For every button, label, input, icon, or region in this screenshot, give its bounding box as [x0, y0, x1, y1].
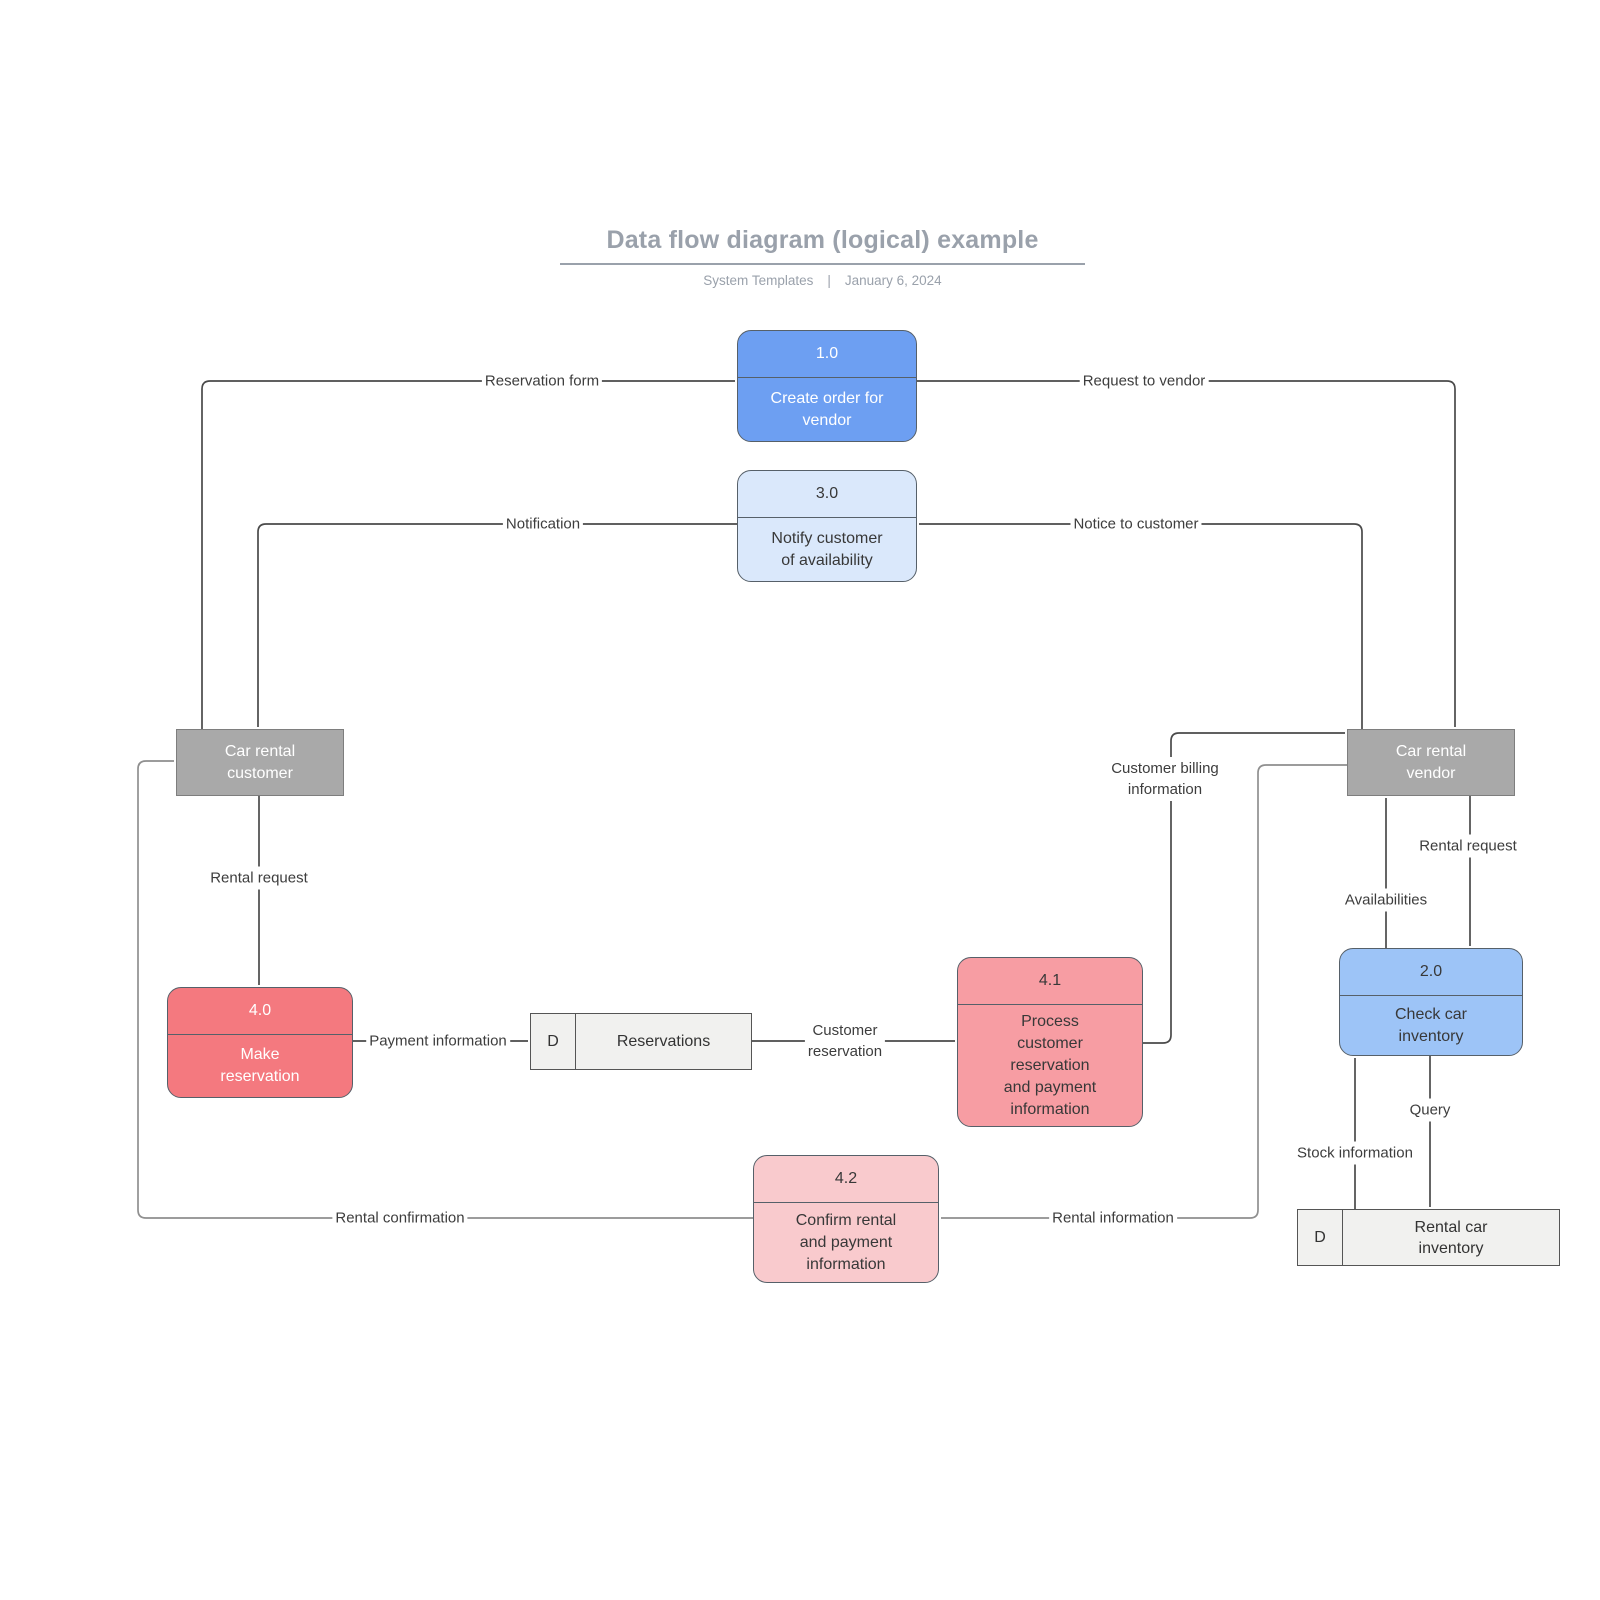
flow-line-rental-information[interactable] — [941, 764, 1347, 1219]
process-1.0-number: 1.0 — [738, 331, 916, 378]
flow-label-customer-billing-information[interactable]: Customer billing information — [1108, 757, 1222, 801]
process-4.0-label: Make reservation — [220, 1046, 300, 1085]
process-4.1-number: 4.1 — [958, 958, 1142, 1005]
flow-line-notice-to-customer[interactable] — [919, 523, 1363, 729]
flow-label-stock-information[interactable]: Stock information — [1294, 1141, 1416, 1165]
subtitle-separator: | — [827, 273, 831, 288]
entity-car-rental-customer[interactable]: Car rental customer — [176, 729, 344, 796]
flow-label-rental-request-customer[interactable]: Rental request — [207, 866, 311, 890]
flow-label-notification[interactable]: Notification — [502, 512, 584, 536]
page-title: Data flow diagram (logical) example — [560, 226, 1085, 265]
process-2.0-number: 2.0 — [1340, 949, 1522, 996]
flow-line-notification[interactable] — [257, 523, 737, 727]
datastore-rental-car-inventory-label: Rental car inventory — [1414, 1218, 1488, 1257]
entity-car-rental-vendor[interactable]: Car rental vendor — [1347, 729, 1515, 796]
process-4.1-label: Process customer reservation and payment… — [1003, 1012, 1097, 1118]
process-4.2[interactable]: 4.2 Confirm rental and payment informati… — [753, 1155, 939, 1283]
process-2.0-label: Check car inventory — [1394, 1005, 1468, 1045]
flow-label-rental-confirmation[interactable]: Rental confirmation — [332, 1206, 468, 1230]
subtitle-author: System Templates — [703, 273, 814, 288]
flow-line-reservation-form[interactable] — [201, 380, 735, 729]
entity-car-rental-vendor-label: Car rental vendor — [1395, 742, 1467, 782]
datastore-reservations-prefix: D — [531, 1014, 576, 1069]
flow-label-query[interactable]: Query — [1406, 1098, 1454, 1122]
process-4.0-number: 4.0 — [168, 988, 352, 1035]
process-4.2-number: 4.2 — [754, 1156, 938, 1203]
flow-line-rental-confirmation[interactable] — [137, 760, 753, 1219]
process-2.0[interactable]: 2.0 Check car inventory — [1339, 948, 1523, 1056]
flow-label-customer-reservation[interactable]: Customer reservation — [804, 1019, 886, 1063]
flow-line-request-to-vendor[interactable] — [917, 380, 1456, 727]
process-3.0-number: 3.0 — [738, 471, 916, 518]
subtitle-date: January 6, 2024 — [844, 273, 942, 288]
flow-label-rental-request-vendor[interactable]: Rental request — [1416, 834, 1520, 858]
flow-label-rental-information[interactable]: Rental information — [1049, 1206, 1177, 1230]
flow-line-customer-billing-information[interactable] — [1143, 732, 1345, 1044]
datastore-rental-car-inventory-prefix: D — [1298, 1210, 1343, 1265]
process-1.0[interactable]: 1.0 Create order for vendor — [737, 330, 917, 442]
flow-label-availabilities[interactable]: Availabilities — [1341, 888, 1431, 912]
process-4.1[interactable]: 4.1 Process customer reservation and pay… — [957, 957, 1143, 1127]
process-3.0[interactable]: 3.0 Notify customer of availability — [737, 470, 917, 582]
datastore-reservations[interactable]: D Reservations — [530, 1013, 752, 1070]
flow-label-notice-to-customer[interactable]: Notice to customer — [1070, 512, 1202, 536]
process-3.0-label: Notify customer of availability — [771, 529, 883, 569]
flow-label-request-to-vendor[interactable]: Request to vendor — [1079, 369, 1209, 393]
title-block: Data flow diagram (logical) example Syst… — [560, 226, 1085, 288]
flow-label-payment-information[interactable]: Payment information — [366, 1029, 510, 1053]
datastore-reservations-label: Reservations — [616, 1033, 711, 1050]
process-1.0-label: Create order for vendor — [770, 389, 884, 429]
datastore-rental-car-inventory[interactable]: D Rental car inventory — [1297, 1209, 1560, 1266]
entity-car-rental-customer-label: Car rental customer — [224, 742, 296, 782]
flow-label-reservation-form[interactable]: Reservation form — [481, 369, 603, 393]
subtitle: System Templates | January 6, 2024 — [560, 273, 1085, 288]
process-4.0[interactable]: 4.0 Make reservation — [167, 987, 353, 1098]
process-4.2-label: Confirm rental and payment information — [795, 1211, 897, 1273]
